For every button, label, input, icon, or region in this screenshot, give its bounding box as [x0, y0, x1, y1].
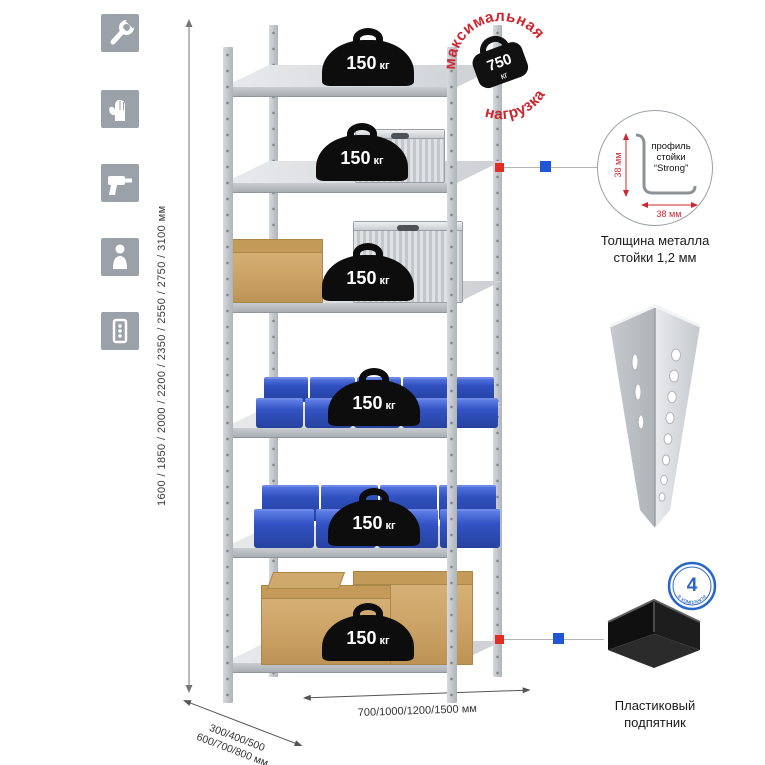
storage-bin [264, 377, 309, 402]
case-handle [391, 133, 409, 139]
callout-marker-red [495, 163, 504, 172]
work-gloves-icon [101, 90, 139, 128]
post-profile-callout: 38 мм 38 мм профиль стойки “Strong” [597, 110, 713, 226]
stamp-weight-handle-icon [480, 35, 509, 56]
shelf-edge [223, 303, 457, 313]
shelf-edge [223, 663, 457, 673]
storage-bin [256, 398, 303, 428]
rack-post-back-left [269, 25, 278, 677]
box-flap [262, 586, 390, 599]
load-unit: кг [385, 399, 396, 412]
rack-post-back-right [493, 25, 502, 677]
callout-marker-blue [553, 633, 564, 644]
foot-caption-line2: подпятник [624, 714, 686, 730]
load-value: 150 [352, 392, 383, 413]
cardboard-box [231, 239, 323, 303]
rack-post-front-right [447, 47, 457, 703]
height-dimension-line [185, 19, 193, 693]
box-flap [232, 240, 322, 253]
storage-bin [451, 398, 498, 428]
rack-post-front-left [223, 47, 233, 703]
load-value: 150 [352, 512, 383, 533]
load-value: 150 [346, 267, 377, 288]
storage-bin [449, 377, 495, 402]
shelf-edge [223, 428, 457, 438]
profile-dim-horizontal: 38 мм [657, 209, 682, 219]
height-dimension-label: 1600 / 1850 / 2000 / 2200 / 2350 / 2550 … [156, 205, 168, 507]
load-unit: кг [379, 274, 390, 287]
stamp-weight-body-icon [472, 42, 529, 89]
profile-text-1: профиль [651, 141, 690, 152]
profile-angle-icon [635, 133, 697, 195]
box-flap [354, 572, 472, 585]
quantity-badge: в комплекте 4 [667, 561, 717, 611]
drill-icon [101, 164, 139, 202]
callout-marker-red [495, 635, 504, 644]
profile-caption-line1: Толщина металла [600, 233, 710, 248]
profile-dim-vertical: 38 мм [613, 153, 623, 178]
plastic-foot-image [607, 598, 701, 668]
width-dimension: 700/1000/1200/1500 мм [302, 682, 532, 721]
stamp-unit: кг [499, 69, 510, 81]
callout-marker-blue [540, 161, 551, 172]
case-handle [397, 225, 419, 231]
angle-post-image [609, 304, 701, 528]
load-unit: кг [379, 634, 390, 647]
storage-bin [254, 509, 314, 548]
stamp-arc-bottom: нагрузка [478, 83, 553, 132]
box-open-flap [266, 572, 346, 589]
shelf-edge [223, 87, 457, 97]
load-unit: кг [379, 59, 390, 72]
profile-text-2: стойки [656, 152, 685, 163]
profile-caption: Толщина металла стойки 1,2 мм [575, 233, 735, 267]
depth-dimension-line [183, 700, 303, 747]
foot-caption-line1: Пластиковый [614, 698, 696, 713]
wrench-icon [101, 14, 139, 52]
load-value: 150 [346, 627, 377, 648]
load-value: 150 [340, 147, 371, 168]
person-icon [101, 238, 139, 276]
foot-caption: Пластиковый подпятник [580, 698, 730, 732]
perforated-strip-icon [101, 312, 139, 350]
load-unit: кг [373, 154, 384, 167]
shelf-edge [223, 183, 457, 193]
shelf-edge [223, 548, 457, 558]
badge-value: 4 [687, 575, 698, 596]
load-value: 150 [346, 52, 377, 73]
svg-text:нагрузка: нагрузка [478, 83, 553, 132]
load-unit: кг [385, 519, 396, 532]
width-dimension-line [302, 687, 531, 701]
profile-text-3: “Strong” [654, 163, 688, 174]
width-dimension-label: 700/1000/1200/1500 мм [357, 702, 478, 720]
depth-dimension: 300/400/500 600/700/800 мм [169, 692, 308, 765]
profile-caption-line2: стойки 1,2 мм [613, 249, 697, 265]
